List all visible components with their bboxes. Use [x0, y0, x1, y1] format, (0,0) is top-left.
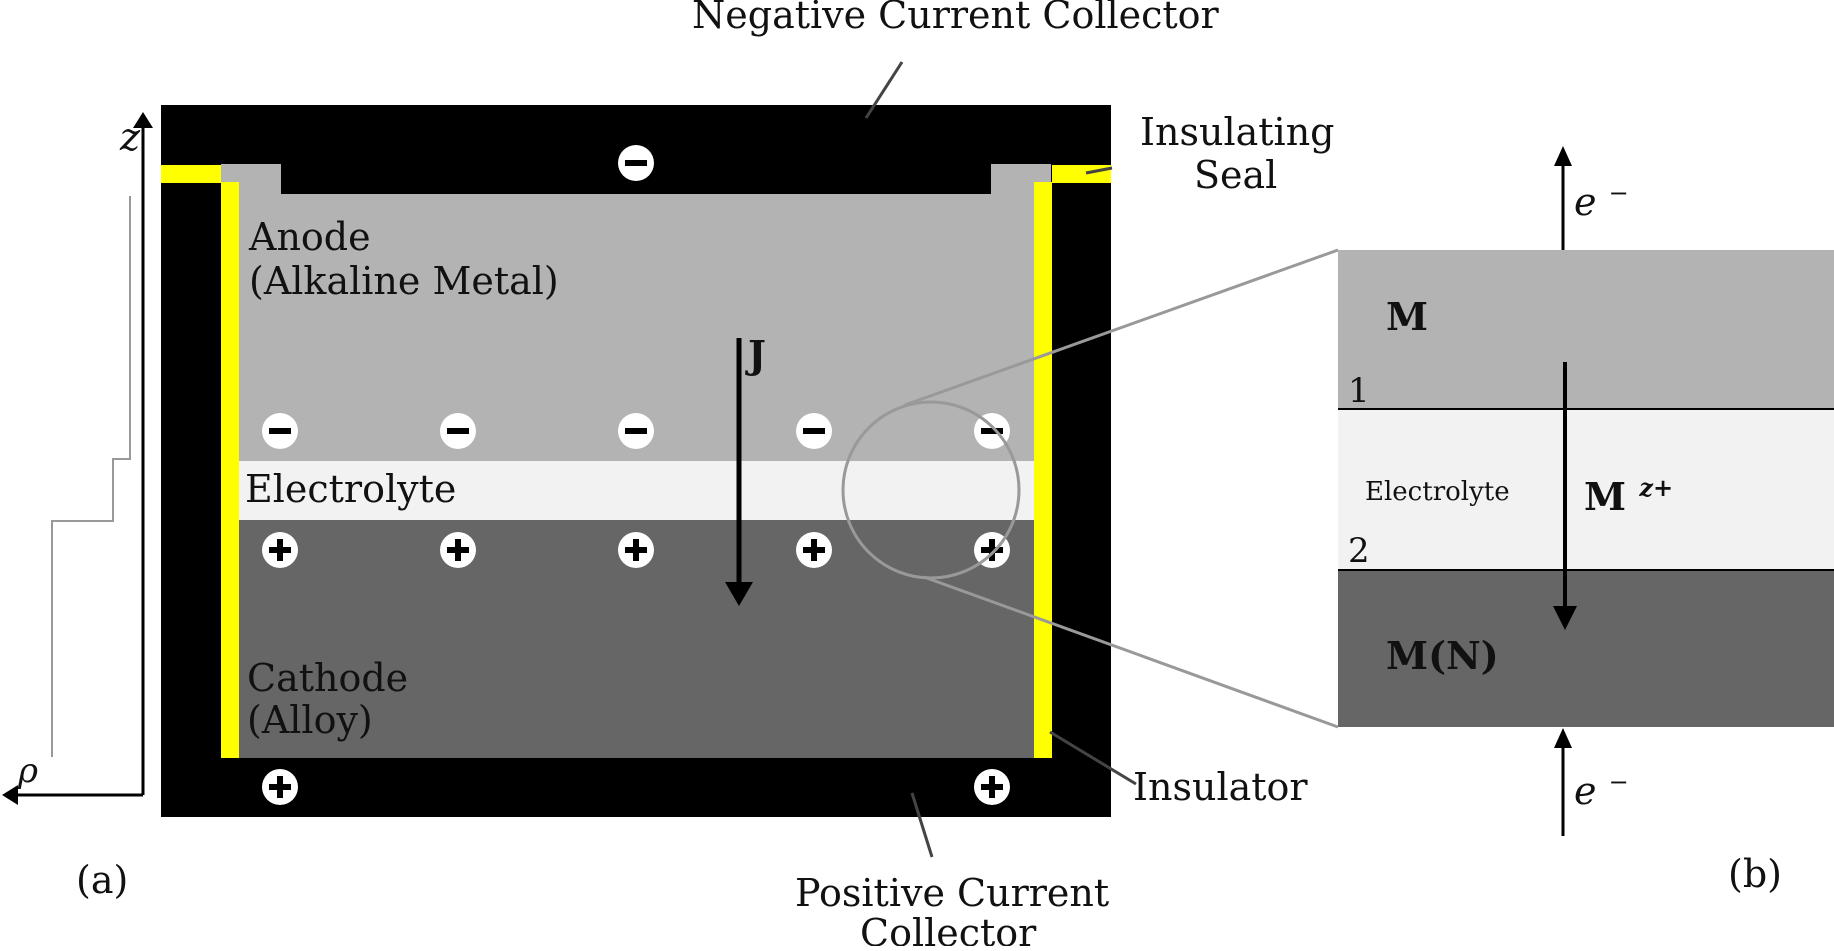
radial-profile	[51, 196, 131, 757]
plus-marker	[618, 532, 654, 568]
zoom-layer-alloy	[1338, 570, 1834, 727]
zoom-indicator	[841, 248, 1339, 729]
metal-layer-label: M	[1386, 294, 1428, 339]
cathode-sublabel: (Alloy)	[247, 698, 373, 742]
insulator-left	[221, 182, 239, 758]
electron-base: e	[1574, 769, 1597, 813]
panel-b-label: (b)	[1728, 852, 1782, 896]
positive-collector-sublabel: Collector	[860, 911, 1037, 946]
ion-label: M z+	[1584, 473, 1673, 519]
cathode-label: Cathode	[247, 656, 408, 700]
insulating-seal-label: Insulating	[1140, 110, 1335, 154]
anode-label: Anode	[248, 215, 371, 259]
electrolyte-label: Electrolyte	[245, 467, 456, 511]
cell-cross-section	[161, 105, 1111, 817]
minus-marker	[974, 413, 1010, 449]
electrolyte-layer-label: Electrolyte	[1365, 477, 1510, 507]
zoom-layer-electrolyte	[1338, 408, 1834, 570]
electron-base: e	[1574, 180, 1597, 224]
negative-collector-label: Negative Current Collector	[692, 0, 1220, 37]
anode-sublabel: (Alkaline Metal)	[249, 259, 559, 303]
electron-label-top: e −	[1574, 179, 1629, 224]
interface-2-label: 2	[1348, 531, 1370, 571]
panel-a-label: (a)	[76, 858, 128, 902]
rho-axis-label: ρ	[17, 751, 38, 791]
minus-marker	[440, 413, 476, 449]
plus-marker	[974, 769, 1010, 805]
zoom-layer-metal	[1338, 250, 1834, 408]
electron-charge: −	[1609, 179, 1629, 207]
insulating-seal-left	[161, 165, 221, 183]
z-axis-label: z	[119, 115, 141, 159]
minus-marker	[262, 413, 298, 449]
zoom-line-top	[904, 248, 1339, 407]
ion-base: M	[1584, 474, 1626, 519]
plus-marker	[262, 532, 298, 568]
current-density-arrow: J	[725, 332, 766, 606]
minus-marker	[618, 145, 654, 181]
electron-charge: −	[1609, 768, 1629, 796]
plus-marker	[796, 532, 832, 568]
insulator-label: Insulator	[1133, 765, 1308, 809]
minus-marker	[618, 413, 654, 449]
alloy-layer-label: M(N)	[1386, 633, 1499, 678]
insulator-right	[1034, 182, 1052, 758]
current-density-label: J	[745, 332, 766, 377]
insulating-seal-sublabel: Seal	[1194, 153, 1277, 197]
electron-label-bottom: e −	[1574, 768, 1629, 813]
zoom-line-bottom	[923, 575, 1339, 729]
interface-1-label: 1	[1348, 371, 1370, 411]
charge-markers	[262, 145, 1010, 805]
ion-charge: z+	[1638, 473, 1673, 502]
coordinate-axes: z ρ	[2, 112, 153, 805]
plus-marker	[440, 532, 476, 568]
anode-region	[221, 164, 1051, 461]
electrolyte-region	[239, 461, 1034, 520]
interface-zoom: M Electrolyte M(N) 1 2 M z+ e − e −	[1338, 146, 1834, 836]
minus-marker	[796, 413, 832, 449]
plus-marker	[262, 769, 298, 805]
insulating-seal-right	[1052, 165, 1111, 183]
positive-collector-label: Positive Current	[795, 871, 1109, 915]
callouts: Negative Current Collector Insulating Se…	[692, 0, 1335, 951]
